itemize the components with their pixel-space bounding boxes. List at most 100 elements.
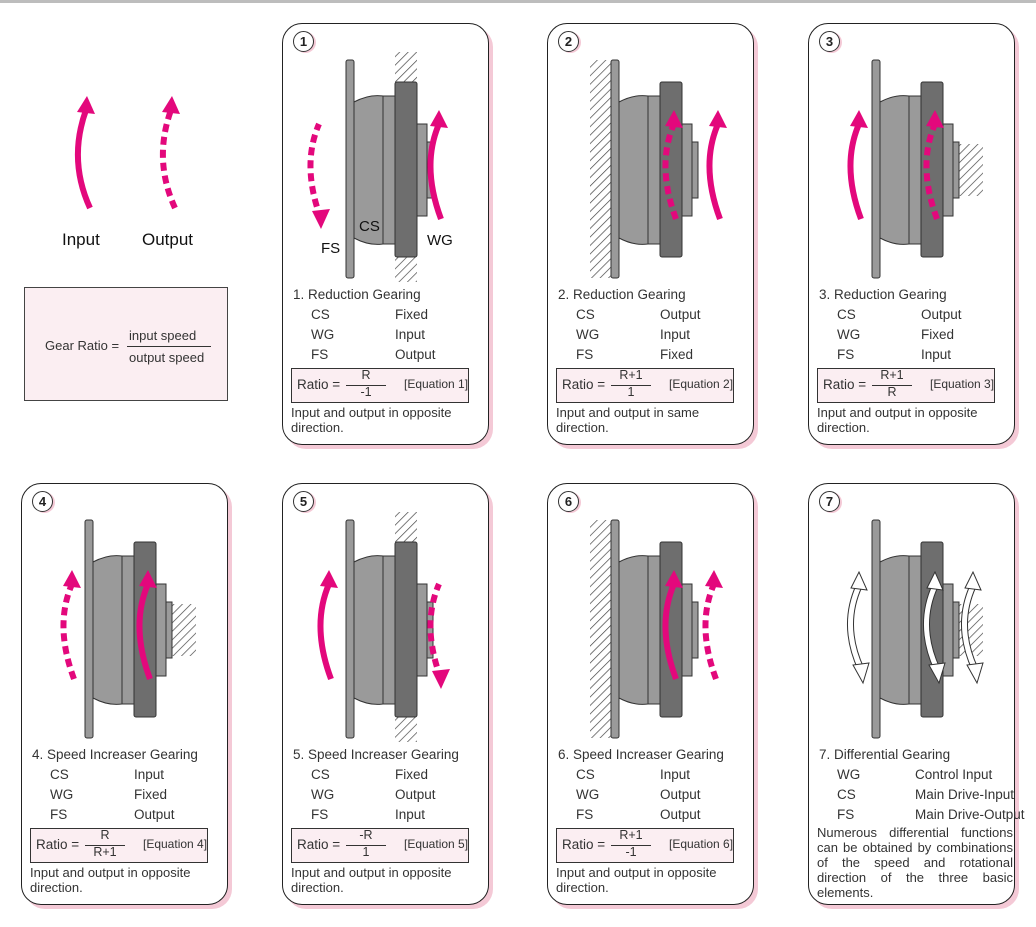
element-name: WG xyxy=(311,327,335,342)
card-number: 2 xyxy=(558,31,579,52)
element-name: FS xyxy=(837,347,855,362)
wg-figure-label: WG xyxy=(427,232,453,249)
ratio-label: Ratio = xyxy=(562,837,606,852)
differential-note: Numerous differential functions can be o… xyxy=(817,825,1013,900)
element-name: FS xyxy=(576,807,594,822)
ratio-numerator: R xyxy=(100,828,110,842)
equation-label: [Equation 2] xyxy=(669,377,734,391)
direction-note: Input and output in opposite direction. xyxy=(291,405,452,435)
card-title: 7. Differential Gearing xyxy=(819,747,951,762)
element-name: WG xyxy=(837,767,861,782)
element-role: Input xyxy=(660,767,691,782)
equation-label: [Equation 3] xyxy=(930,377,995,391)
element-name: WG xyxy=(576,787,600,802)
fraction-bar xyxy=(872,385,912,386)
fs-figure-label: FS xyxy=(321,240,341,257)
ratio-equation: Ratio = R+1 -1 [Equation 6] xyxy=(556,828,734,863)
fraction-bar xyxy=(85,845,125,846)
element-name: WG xyxy=(50,787,74,802)
element-name: CS xyxy=(576,767,595,782)
element-name: CS xyxy=(50,767,69,782)
ratio-label: Ratio = xyxy=(562,377,606,392)
ratio-equation: Ratio = -R 1 [Equation 5] xyxy=(291,828,469,863)
card-number: 4 xyxy=(32,491,53,512)
card-title: 6. Speed Increaser Gearing xyxy=(558,747,724,762)
ratio-equation: Ratio = R+1 1 [Equation 2] xyxy=(556,368,734,403)
legend-input-label: Input xyxy=(62,230,100,249)
element-name: CS xyxy=(837,307,856,322)
element-role: Output xyxy=(660,787,701,802)
fraction-bar xyxy=(611,385,651,386)
direction-note: Input and output in opposite direction. xyxy=(556,865,717,895)
ratio-label: Ratio = xyxy=(297,837,341,852)
equation-label: [Equation 5] xyxy=(404,837,469,851)
ratio-numerator: R+1 xyxy=(880,368,904,382)
element-role: Input xyxy=(395,327,426,342)
card-number: 7 xyxy=(819,491,840,512)
direction-note: Input and output in opposite direction. xyxy=(817,405,978,435)
element-role: Input xyxy=(395,807,426,822)
ratio-numerator: R+1 xyxy=(619,828,643,842)
ratio-equation: Ratio = R R+1 [Equation 4] xyxy=(30,828,208,863)
element-name: FS xyxy=(311,807,329,822)
element-role: Fixed xyxy=(921,327,955,342)
card-title: 3. Reduction Gearing xyxy=(819,287,947,302)
card-number: 1 xyxy=(293,31,314,52)
element-name: CS xyxy=(576,307,595,322)
card-title: 2. Reduction Gearing xyxy=(558,287,686,302)
element-role: Main Drive-Input xyxy=(915,787,1015,802)
card-number: 3 xyxy=(819,31,840,52)
fraction-bar xyxy=(611,845,651,846)
card-title: 1. Reduction Gearing xyxy=(293,287,421,302)
input-arrow-icon xyxy=(74,96,95,210)
ratio-denominator: -1 xyxy=(625,845,637,859)
ratio-label: Ratio = xyxy=(297,377,341,392)
element-name: FS xyxy=(837,807,855,822)
gear-ratio-definition: Gear Ratio = input speed output speed xyxy=(24,287,228,401)
direction-note: Input and output in opposite direction. xyxy=(30,865,191,895)
element-role: Output xyxy=(660,807,701,822)
element-role: Fixed xyxy=(660,347,694,362)
element-role: Output xyxy=(134,807,175,822)
card-number: 6 xyxy=(558,491,579,512)
element-name: CS xyxy=(311,767,330,782)
ratio-denominator: 1 xyxy=(362,845,370,859)
card-title: 5. Speed Increaser Gearing xyxy=(293,747,459,762)
fraction-bar xyxy=(346,385,386,386)
fraction-bar xyxy=(346,845,386,846)
element-name: FS xyxy=(311,347,329,362)
element-name: WG xyxy=(837,327,861,342)
element-name: WG xyxy=(311,787,335,802)
ratio-denominator: 1 xyxy=(627,385,635,399)
ratio-equation: Ratio = R -1 [Equation 1] xyxy=(291,368,469,403)
gear-ratio-numerator: input speed xyxy=(129,328,197,343)
equation-label: [Equation 1] xyxy=(404,377,469,391)
ratio-denominator: R xyxy=(887,385,897,399)
direction-note: Input and output in same direction. xyxy=(556,405,700,435)
equation-label: [Equation 6] xyxy=(669,837,734,851)
element-role: Fixed xyxy=(395,307,429,322)
element-role: Output xyxy=(395,787,436,802)
card-title: 4. Speed Increaser Gearing xyxy=(32,747,198,762)
card-number: 5 xyxy=(293,491,314,512)
ratio-label: Ratio = xyxy=(36,837,80,852)
element-role: Main Drive-Output xyxy=(915,807,1025,822)
ratio-numerator: R+1 xyxy=(619,368,643,382)
element-role: Input xyxy=(134,767,165,782)
top-rule xyxy=(0,0,1036,3)
output-arrow-icon xyxy=(159,96,180,210)
element-role: Control Input xyxy=(915,767,993,782)
ratio-denominator: -1 xyxy=(360,385,372,399)
element-role: Output xyxy=(395,347,436,362)
cs-figure-label: CS xyxy=(359,218,380,235)
equation-label: [Equation 4] xyxy=(143,837,208,851)
ratio-equation: Ratio = R+1 R [Equation 3] xyxy=(817,368,995,403)
gear-ratio-label: Gear Ratio = xyxy=(45,338,120,353)
element-role: Output xyxy=(921,307,962,322)
